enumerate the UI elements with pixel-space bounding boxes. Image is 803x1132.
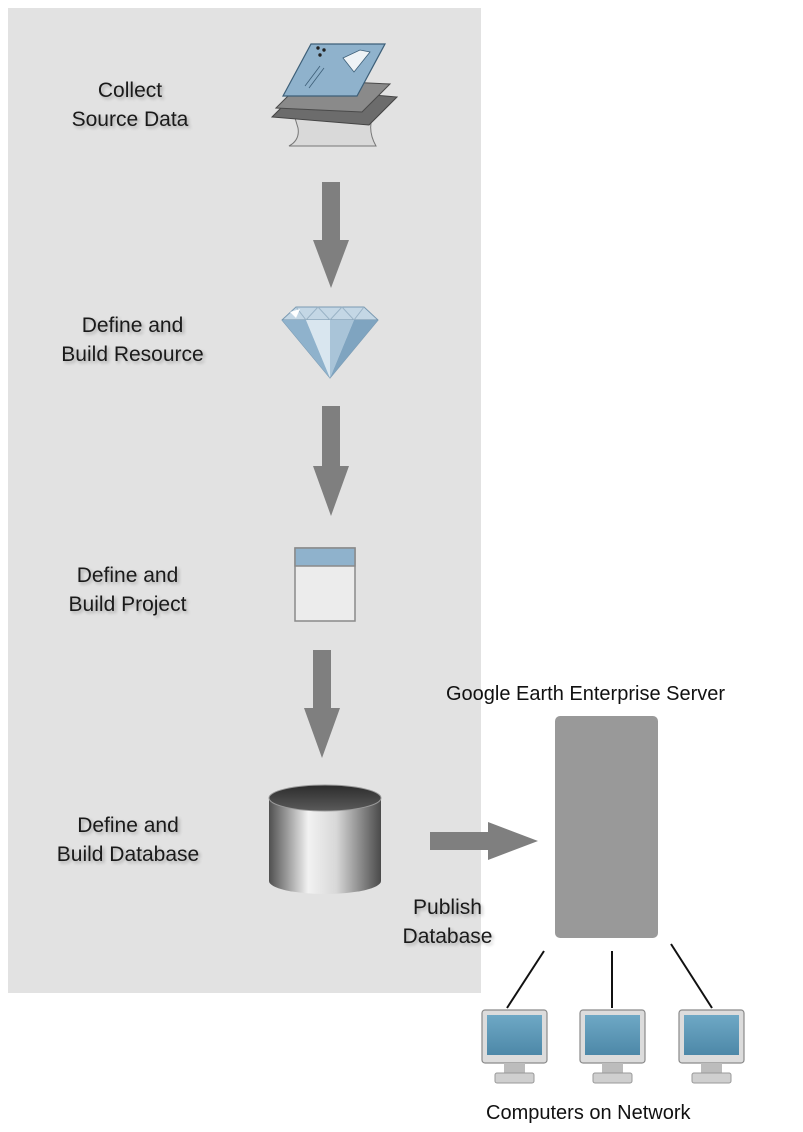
step-label-line1: Define and <box>81 314 184 337</box>
computer-icon <box>678 1009 745 1084</box>
computer-icon <box>579 1009 646 1084</box>
step-label-collect-source-data: Collect Source Data <box>50 76 210 134</box>
computer-icon <box>481 1009 548 1084</box>
workflow-panel <box>8 8 481 993</box>
step-label-line1: Define and <box>77 814 179 837</box>
publish-database-label: Publish Database <box>380 893 515 951</box>
server-title: Google Earth Enterprise Server <box>446 683 726 705</box>
arrow-down-3 <box>304 650 340 758</box>
step-label-build-project: Define and Build Project <box>45 561 210 619</box>
step-label-line1: Collect <box>97 79 163 102</box>
step-label-build-resource: Define and Build Resource <box>40 311 225 369</box>
step-label-line2: Source Data <box>71 108 189 131</box>
arrow-down-1 <box>313 182 349 288</box>
database-cylinder-icon <box>268 784 382 894</box>
step-label-line2: Build Resource <box>61 343 204 366</box>
window-icon <box>294 547 356 622</box>
arrow-down-2 <box>313 406 349 516</box>
publish-arrow <box>430 822 538 860</box>
publish-label-line1: Publish <box>413 896 482 919</box>
map-layers-icon <box>270 43 399 147</box>
gem-icon <box>281 306 379 379</box>
network-lines <box>506 943 713 1009</box>
server-box <box>555 716 658 938</box>
step-label-line2: Build Database <box>56 843 200 866</box>
step-label-build-database: Define and Build Database <box>38 811 218 869</box>
computers-on-network-label: Computers on Network <box>486 1102 691 1124</box>
step-label-line2: Build Project <box>68 593 187 616</box>
publish-label-line2: Database <box>402 925 493 948</box>
step-label-line1: Define and <box>76 564 179 587</box>
